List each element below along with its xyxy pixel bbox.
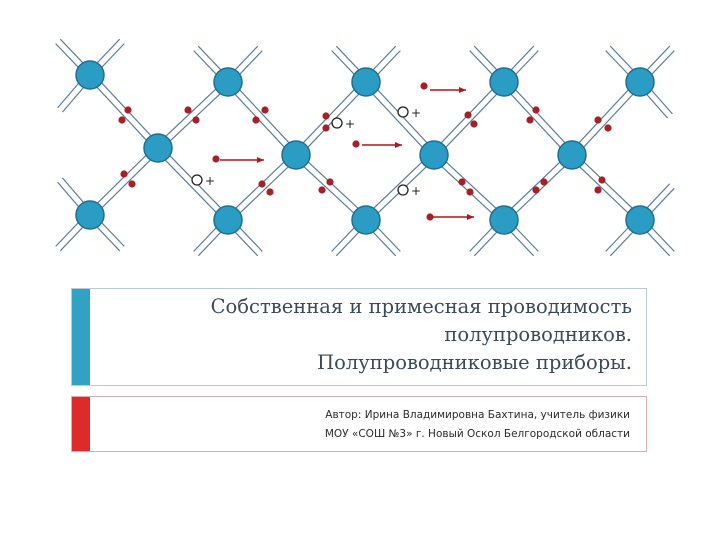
electron-dot [252,116,260,124]
bond-line [573,152,643,219]
electron-dot [192,116,200,124]
atom [557,140,587,170]
electron-dot [526,116,534,124]
electron-dot [594,116,602,124]
electron-dot [594,186,602,194]
hole-plus-sign: + [345,117,355,131]
hole-icon [397,184,409,196]
electron-dot [420,82,428,90]
author-line-1: Автор: Ирина Владимировна Бахтина, учите… [325,409,630,421]
title-line-2: полупроводников. [444,323,632,346]
electron-dot [318,186,326,194]
title-box: Собственная и примесная проводимость пол… [71,288,647,386]
electron-dot [466,188,474,196]
atom [419,140,449,170]
slide-title: Собственная и примесная проводимость пол… [112,293,632,377]
bond-line [91,149,161,218]
bond-line [155,79,227,147]
electron-dot [326,178,334,186]
bond-line [573,83,643,158]
title-line-3: Полупроводниковые приборы. [317,351,632,374]
electron-dot [532,106,540,114]
bond-line [363,152,433,219]
arrow-head-icon [395,142,402,148]
bond-line [87,76,157,151]
electron-dot [261,106,269,114]
arrow-head-icon [257,157,264,163]
bond-line [435,152,507,219]
electron-dot [128,180,136,188]
electron-dot [604,124,612,132]
bond-line [229,79,299,154]
bond-line [293,156,365,223]
atom [75,200,105,230]
atom [489,205,519,235]
atom [143,133,173,163]
electron-dot [426,213,434,221]
electron-dot [322,124,330,132]
electron-dot [266,188,274,196]
title-accent-bar [72,289,90,385]
electron-dot [464,111,472,119]
electron-dot [124,106,132,114]
atom [281,140,311,170]
electron-dot [598,176,606,184]
atom [625,205,655,235]
bond-line [435,83,507,158]
arrow-head-icon [467,214,474,220]
electron-dot [212,155,220,163]
atom [351,67,381,97]
hole-icon [191,174,203,186]
hole-icon [331,117,343,129]
bond-line [569,156,639,223]
bond-line [87,145,157,214]
electron-dot [258,180,266,188]
bond-line [505,156,575,223]
electron-dot [458,178,466,186]
crystal-lattice-illustration: + + + + [55,38,675,257]
hole-icon [397,106,409,118]
electron-dot [118,116,126,124]
author-accent-bar [72,397,90,451]
bond-line [155,149,227,223]
hole-plus-sign: + [411,106,421,120]
electron-dot [470,120,478,128]
atom [75,60,105,90]
author-info: Автор: Ирина Владимировна Бахтина, учите… [130,406,630,444]
hole-plus-sign: + [205,174,215,188]
electron-dot [322,112,330,120]
atom [351,205,381,235]
atom [213,205,243,235]
atom [213,67,243,97]
atom [489,67,519,97]
bond-line [297,152,369,219]
bond-line [363,83,433,158]
title-line-1: Собственная и примесная проводимость [210,295,632,318]
bond-line [225,83,295,158]
hole-plus-sign: + [411,184,421,198]
author-line-2: МОУ «СОШ №3» г. Новый Оскол Белгородской… [324,428,630,440]
electron-dot [352,140,360,148]
bond-line [501,83,571,158]
bond-line [431,156,503,223]
electron-dot [532,186,540,194]
author-box: Автор: Ирина Владимировна Бахтина, учите… [71,396,647,452]
electron-dot [184,106,192,114]
bond-line [229,156,299,223]
electron-dot [120,170,128,178]
atom [625,67,655,97]
bond-line [569,79,639,154]
bond-line [501,152,571,219]
arrow-head-icon [459,87,466,93]
bond-line [505,79,575,154]
electron-dot [540,178,548,186]
